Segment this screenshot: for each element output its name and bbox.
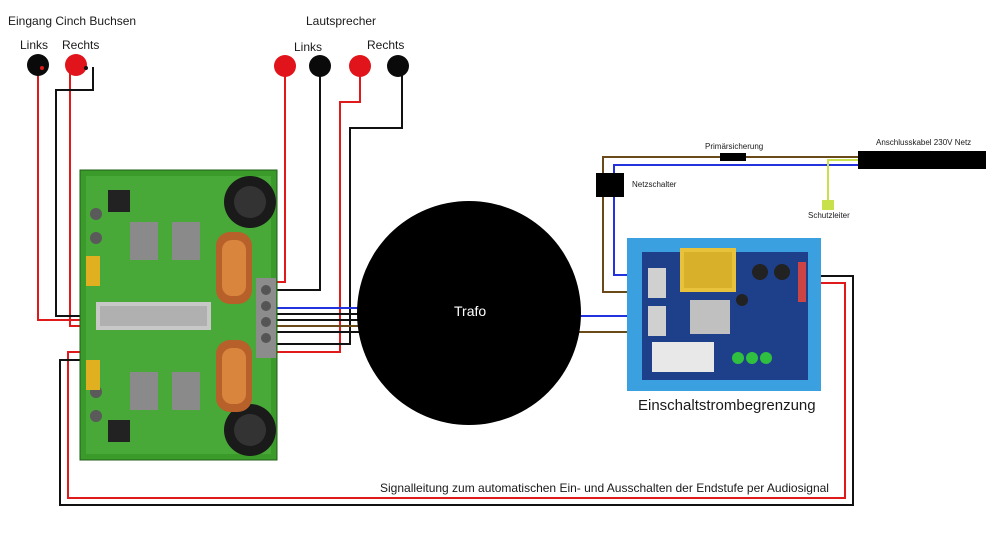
mains-brown <box>602 156 860 293</box>
anschlusskabel-plug <box>858 151 986 169</box>
trafo-label: Trafo <box>454 303 487 319</box>
eingang-links-label: Links <box>20 38 49 52</box>
netzschalter-switch <box>596 173 624 197</box>
speaker-jack-right-black <box>387 55 409 77</box>
signal-wires <box>59 275 854 506</box>
input-jack-right <box>65 54 87 76</box>
signal-red <box>67 282 846 499</box>
schutzleiter-connector <box>822 200 834 210</box>
trafo-body <box>357 201 581 425</box>
amp-trafo-wires <box>275 307 360 333</box>
wire-input-right-black <box>55 67 94 317</box>
schutzleiter-label: Schutzleiter <box>808 211 850 220</box>
wire-speaker-left-black <box>265 70 321 291</box>
einschalt-board <box>627 238 821 391</box>
anschlusskabel-label: Anschlusskabel 230V Netz <box>876 138 972 147</box>
input-jack-left <box>27 54 49 76</box>
wire-input-left-red <box>37 70 90 321</box>
schutzleiter-wire <box>827 159 860 205</box>
netzschalter-label: Netzschalter <box>632 180 677 189</box>
eingang-rechts-label: Rechts <box>62 38 100 52</box>
speaker-jack-right-red <box>349 55 371 77</box>
lautsprecher-rechts-label: Rechts <box>367 38 405 52</box>
lautsprecher-links-label: Links <box>294 40 323 54</box>
speaker-jack-left-red <box>274 55 296 77</box>
signal-black <box>59 275 854 506</box>
primaersicherung-label: Primärsicherung <box>705 142 764 151</box>
eingang-title: Eingang Cinch Buchsen <box>8 14 137 28</box>
speaker-jack-left-black <box>309 55 331 77</box>
signalleitung-label: Signalleitung zum automatischen Ein- und… <box>380 481 829 495</box>
amplifier-board <box>79 169 278 461</box>
primaersicherung-fuse <box>720 153 746 161</box>
wire-speaker-right-black <box>265 70 403 345</box>
lautsprecher-title: Lautsprecher <box>306 14 377 28</box>
wire-speaker-right-red <box>265 70 361 353</box>
einschalt-label: Einschaltstrombegrenzung <box>638 397 816 414</box>
